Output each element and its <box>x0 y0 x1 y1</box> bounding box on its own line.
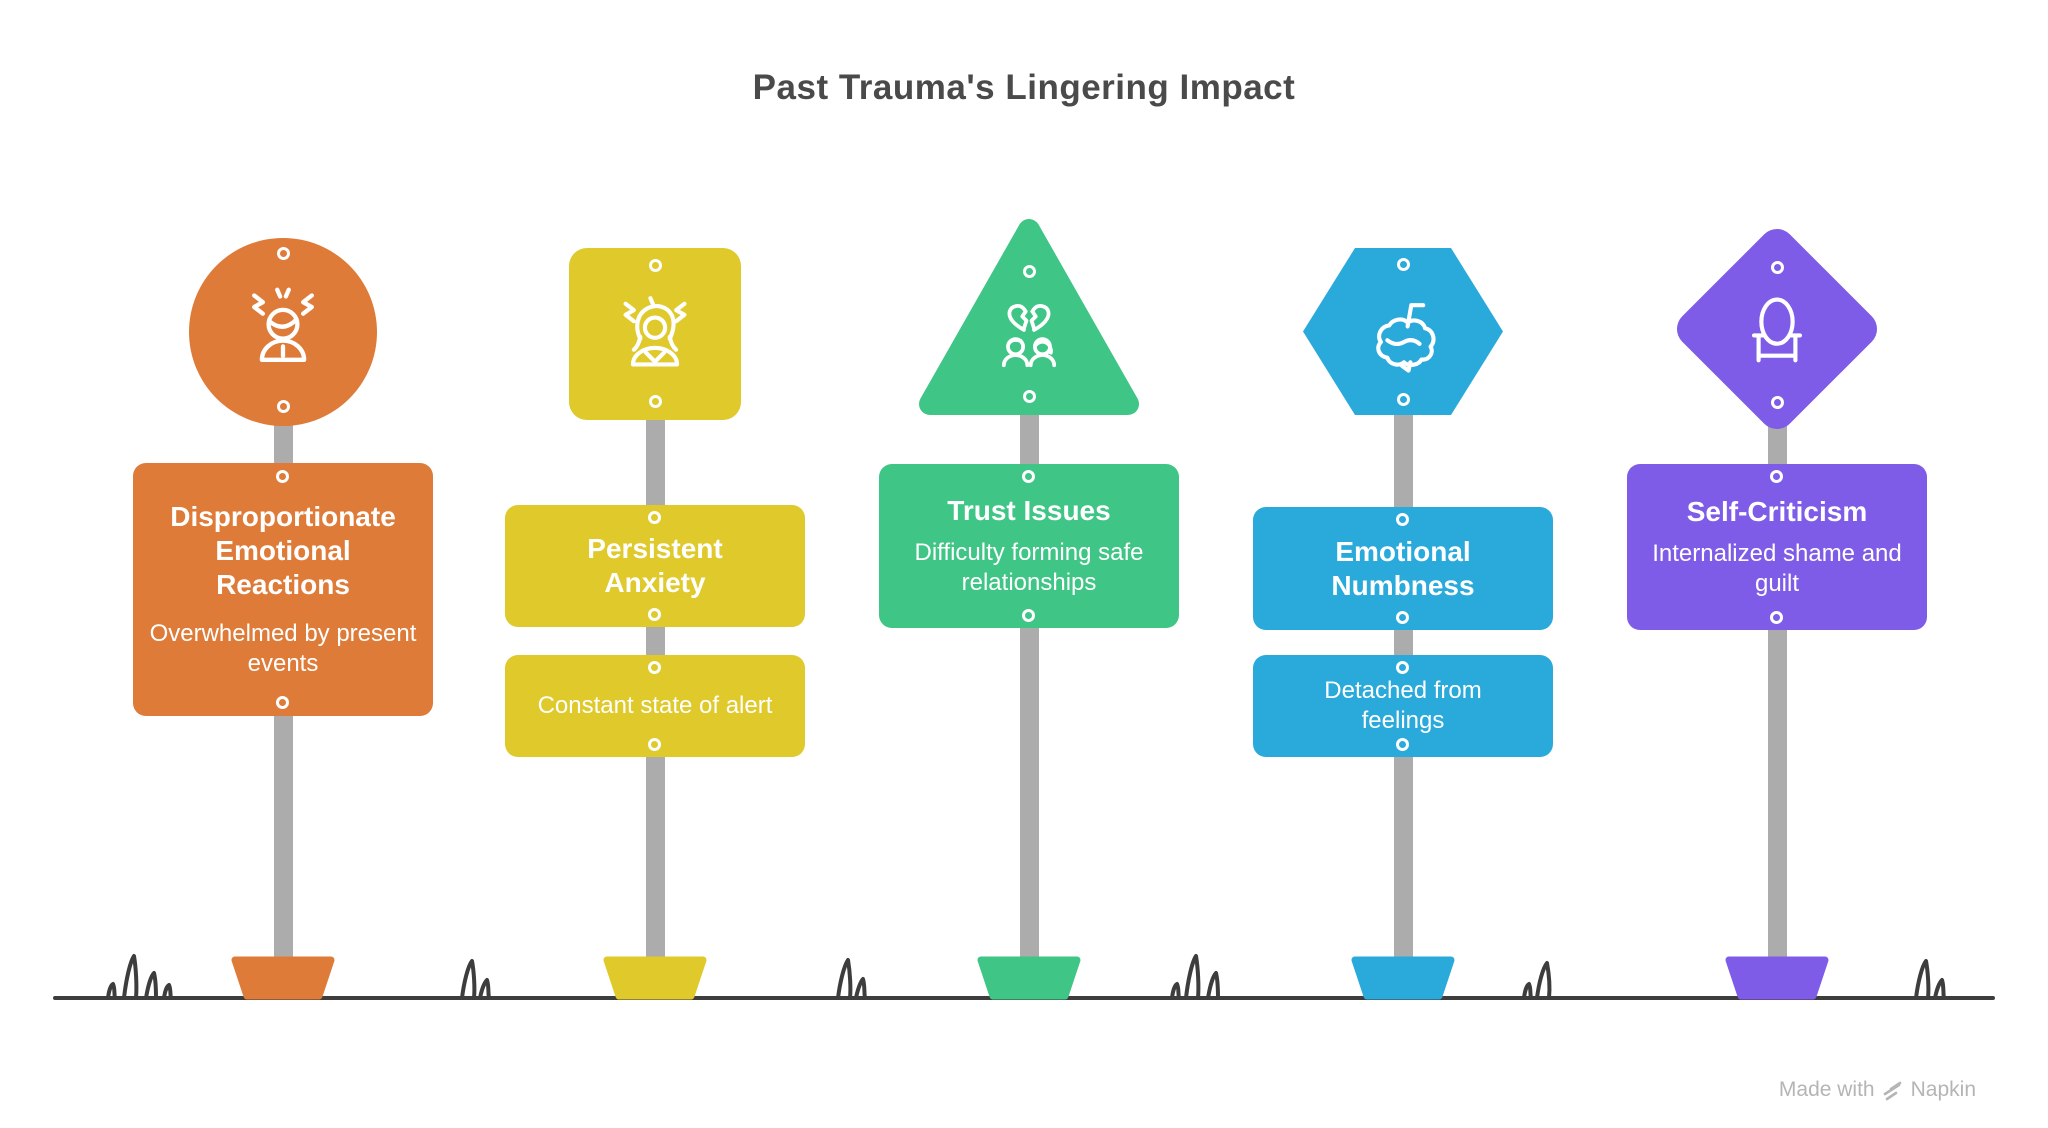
post-base <box>231 956 335 1000</box>
screw-dot <box>1397 258 1410 271</box>
post-base <box>1351 956 1455 1000</box>
post-base <box>977 956 1081 1000</box>
grass-tuft <box>1914 959 1946 1000</box>
mirror-icon <box>1731 283 1823 375</box>
screw-dot <box>1771 261 1784 274</box>
card-description: Difficulty forming safe relationships <box>914 538 1144 596</box>
card-description: Detached from feelings <box>1324 676 1482 734</box>
card-title: Disproportionate Emotional Reactions <box>170 500 396 600</box>
grass-tuft <box>836 958 867 1000</box>
card-title: Self-Criticism <box>1686 495 1868 527</box>
watermark-prefix: Made with <box>1778 1078 1875 1101</box>
napkin-watermark[interactable]: Made with Napkin <box>1779 1078 1976 1102</box>
screw-dot <box>649 259 662 272</box>
card-numbness-desc: Detached from feelings <box>1253 655 1553 757</box>
grass-tuft <box>1522 961 1552 1000</box>
card-description: Constant state of alert <box>537 691 773 719</box>
brain-icon <box>1357 285 1449 377</box>
post-bases <box>231 956 1829 1000</box>
card-description: Internalized shame and guilt <box>1652 539 1902 597</box>
card-numbness-title: Emotional Numbness <box>1253 507 1553 630</box>
screw-dot <box>277 247 290 260</box>
card-disproportionate: Disproportionate Emotional Reactions Ove… <box>133 463 433 716</box>
post-base <box>1725 956 1829 1000</box>
card-anxiety-desc: Constant state of alert <box>505 655 805 757</box>
broken-heart-couple-icon <box>987 298 1071 382</box>
post-base <box>603 956 707 1000</box>
shape-square-anxiety <box>569 248 741 420</box>
grass-tuft <box>1170 954 1220 1000</box>
grass-tuft <box>106 954 173 1000</box>
shape-triangle-trust <box>914 216 1144 421</box>
napkin-logo-icon <box>1882 1079 1904 1101</box>
card-anxiety-title: Persistent Anxiety <box>505 505 805 627</box>
card-title: Persistent Anxiety <box>587 533 723 598</box>
signpost-pole <box>1768 360 1787 985</box>
page-title: Past Trauma's Lingering Impact <box>752 68 1296 107</box>
shape-circle-disproportionate <box>189 238 377 426</box>
card-selfcriticism: Self-Criticism Internalized shame and gu… <box>1627 464 1927 630</box>
screw-dot <box>1023 265 1036 278</box>
screw-dot <box>649 395 662 408</box>
card-title: Emotional Numbness <box>1331 535 1475 601</box>
ground-line <box>53 954 1995 1000</box>
anxious-person-icon <box>609 287 701 383</box>
screw-dot <box>1023 390 1036 403</box>
card-description: Overwhelmed by present events <box>149 619 417 677</box>
watermark-brand: Napkin <box>1910 1078 1976 1101</box>
card-title: Trust Issues <box>947 494 1111 526</box>
stressed-person-icon <box>235 281 331 381</box>
card-trust: Trust Issues Difficulty forming safe rel… <box>879 464 1179 628</box>
screw-dot <box>1771 396 1784 409</box>
grass-tuft <box>460 959 491 1000</box>
screw-dot <box>1397 393 1410 406</box>
screw-dot <box>277 400 290 413</box>
